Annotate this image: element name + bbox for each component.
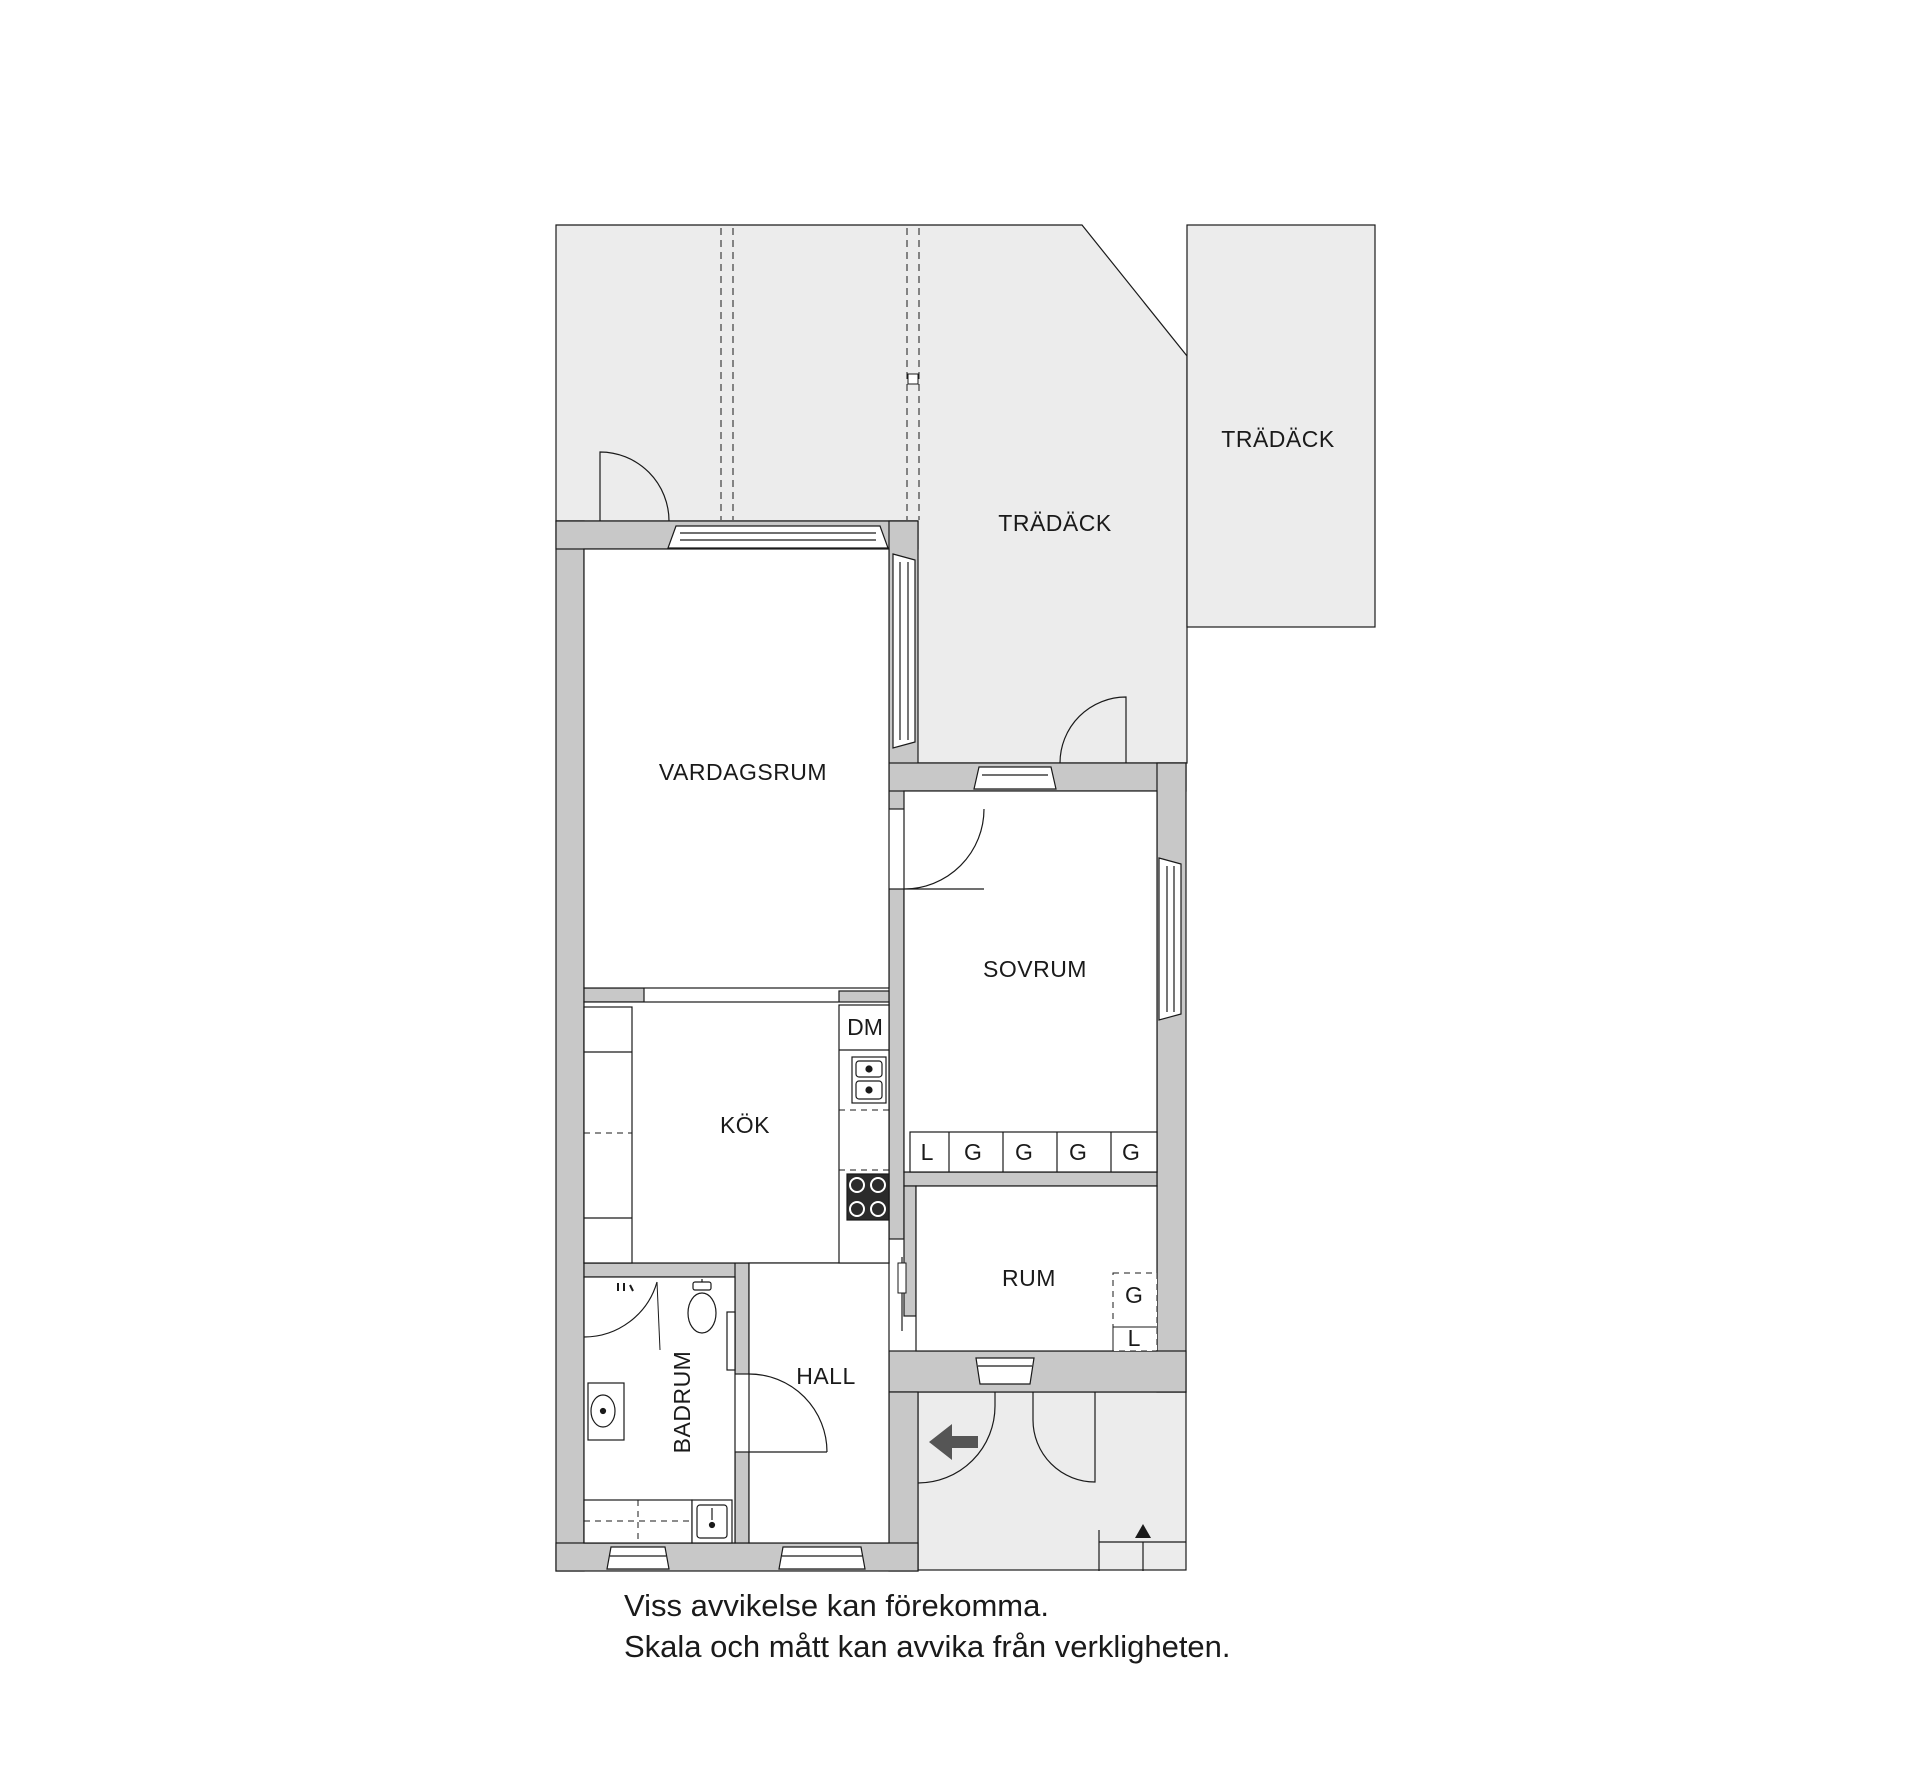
label-sovrum: SOVRUM bbox=[983, 956, 1087, 982]
label-rum: RUM bbox=[1002, 1265, 1056, 1291]
deck-joints bbox=[720, 228, 920, 520]
window-rum-bottom bbox=[975, 1357, 1035, 1385]
wall-left bbox=[555, 520, 585, 1572]
label-sovrum-closet-2: G bbox=[964, 1139, 982, 1165]
window-bath-bottom bbox=[606, 1546, 670, 1570]
label-kok: KÖK bbox=[720, 1112, 770, 1138]
window-hall-bottom bbox=[778, 1546, 866, 1570]
bath-fixtures bbox=[583, 1279, 736, 1544]
floor-living bbox=[583, 548, 890, 989]
wall-rum-left bbox=[903, 1185, 917, 1317]
label-sovrum-closet-5: G bbox=[1122, 1139, 1140, 1165]
deck-post-icon bbox=[907, 373, 919, 385]
floor-hall bbox=[748, 1262, 890, 1544]
door-living-bedroom bbox=[903, 808, 985, 890]
doors bbox=[599, 451, 1127, 1484]
wall-bedroom-bottom bbox=[903, 1171, 1158, 1187]
stove-icon bbox=[846, 1173, 890, 1221]
shower-curtain bbox=[583, 1281, 658, 1338]
porch-arrow-icon bbox=[1135, 1524, 1151, 1538]
label-dishwasher: DM bbox=[847, 1014, 883, 1040]
windows bbox=[606, 525, 1182, 1570]
disclaimer-line-2: Skala och mått kan avvika från verklighe… bbox=[624, 1629, 1231, 1664]
kitchen-left-counter bbox=[583, 1006, 633, 1264]
door-bedroom-deck bbox=[1059, 696, 1127, 764]
window-bedroom-right bbox=[1158, 857, 1182, 1021]
label-sovrum-closet-1: L bbox=[921, 1139, 934, 1165]
wall-bath-right-lower bbox=[734, 1451, 750, 1544]
wall-kitchen-stub bbox=[583, 987, 645, 1003]
window-bedroom-top bbox=[973, 766, 1057, 790]
label-sovrum-closet-4: G bbox=[1069, 1139, 1087, 1165]
window-living-top bbox=[667, 525, 889, 549]
bedroom-wardrobes bbox=[909, 1131, 1158, 1173]
wall-bath-right-upper bbox=[734, 1262, 750, 1375]
label-tradack-lower: TRÄDÄCK bbox=[998, 510, 1112, 536]
label-tradack-upper: TRÄDÄCK bbox=[1221, 426, 1335, 452]
disclaimer: Viss avvikelse kan förekomma. Skala och … bbox=[624, 1585, 1231, 1667]
window-living-right bbox=[892, 553, 916, 749]
porch-steps bbox=[1098, 1530, 1186, 1571]
label-hall: HALL bbox=[796, 1363, 856, 1389]
deck-area bbox=[555, 224, 1376, 1571]
kitchen-right-counter bbox=[838, 1004, 890, 1264]
label-badrum: BADRUM bbox=[669, 1351, 695, 1454]
door-kitchen-hall-jamb bbox=[897, 1262, 907, 1294]
rum-wardrobes bbox=[1112, 1272, 1158, 1352]
wall-hall-right bbox=[888, 1391, 919, 1572]
floor-kitchen bbox=[583, 1001, 890, 1264]
wall-kitchen-bedroom bbox=[888, 888, 905, 1240]
floor-bedroom bbox=[903, 790, 1158, 1173]
entrance-arrow-icon bbox=[929, 1424, 978, 1460]
wall-right bbox=[1156, 762, 1187, 1393]
label-rum-closet-2: L bbox=[1128, 1325, 1141, 1351]
door-entrance bbox=[917, 1392, 996, 1484]
toilet-icon bbox=[687, 1279, 717, 1334]
label-sovrum-closet-3: G bbox=[1015, 1139, 1033, 1165]
wall-bath-top bbox=[583, 1262, 750, 1278]
washbasin-icon bbox=[587, 1382, 625, 1441]
door-living-deck bbox=[599, 451, 670, 522]
wall-rum-bottom bbox=[888, 1350, 1187, 1393]
shower-head-icon bbox=[617, 1283, 634, 1292]
door-rum bbox=[1032, 1392, 1096, 1483]
deck-right bbox=[1186, 224, 1376, 628]
disclaimer-line-1: Viss avvikelse kan förekomma. bbox=[624, 1588, 1049, 1623]
label-vardagsrum: VARDAGSRUM bbox=[659, 759, 827, 785]
radiator-icon bbox=[726, 1311, 736, 1371]
floors bbox=[583, 548, 1158, 1544]
door-bath bbox=[748, 1373, 828, 1453]
utility-sink-icon bbox=[691, 1499, 733, 1544]
kitchen-sink-icon bbox=[851, 1056, 887, 1104]
entrance-porch bbox=[917, 1391, 1187, 1571]
label-rum-closet-1: G bbox=[1125, 1282, 1143, 1308]
